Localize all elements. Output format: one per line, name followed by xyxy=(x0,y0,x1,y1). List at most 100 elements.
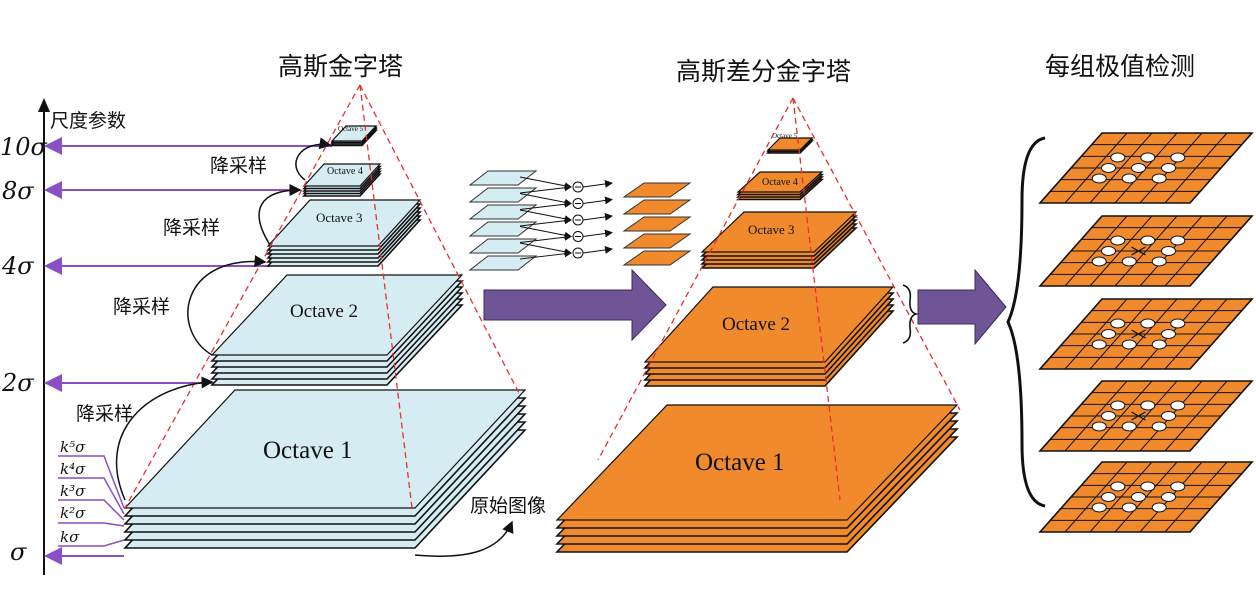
gaussian-octave-3-layer xyxy=(266,199,422,247)
neighbor-point xyxy=(1140,318,1156,329)
neighbor-point xyxy=(1101,246,1116,256)
diff-output-arrow xyxy=(582,229,613,238)
neighbor-point xyxy=(1151,173,1167,184)
mini-dog-layer xyxy=(622,250,692,266)
scale-tick-labels: 10σ 8σ 4σ 2σ σ xyxy=(0,133,48,566)
extrema-brace xyxy=(1006,136,1046,508)
neighbor-point xyxy=(1140,152,1156,163)
neighbor-point xyxy=(1121,339,1137,350)
sub-tick-k4: k⁴σ xyxy=(60,460,86,478)
mini-dog-layer xyxy=(622,182,692,198)
big-arrow-to-dog xyxy=(483,268,667,342)
mini-dog-layer xyxy=(622,216,692,232)
diff-input-arrow xyxy=(519,193,572,206)
grid-line xyxy=(1164,132,1228,204)
dog-octave-3-label: Octave 3 xyxy=(748,222,795,237)
mini-gaussian-layer xyxy=(468,238,538,254)
gaussian-octave-1-layer xyxy=(123,389,527,509)
neighbor-point xyxy=(1110,481,1126,492)
neighbor-point xyxy=(1170,235,1186,246)
neighbor-point xyxy=(1161,246,1176,256)
diff-input-arrow xyxy=(519,200,572,210)
neighbor-point xyxy=(1161,163,1176,173)
downsample-label-4: 降采样 xyxy=(210,155,267,177)
difference-illustration xyxy=(468,170,692,271)
scale-arrows xyxy=(44,137,332,565)
neighbor-point xyxy=(1170,481,1186,492)
mini-gaussian-layer xyxy=(468,204,538,220)
neighbor-point xyxy=(1161,411,1176,421)
neighbor-point xyxy=(1101,492,1116,502)
scale-axis: 尺度参数 xyxy=(38,98,126,575)
extrema-grids xyxy=(1038,132,1254,533)
octave-group-brace xyxy=(902,284,919,344)
sub-tick-k1: kσ xyxy=(60,528,80,546)
neighbor-point xyxy=(1151,339,1167,350)
neighbor-point xyxy=(1140,400,1156,411)
diff-input-arrow xyxy=(519,250,572,260)
neighbor-point xyxy=(1161,492,1176,502)
extrema-grid xyxy=(1038,380,1254,452)
extrema-grid xyxy=(1038,298,1254,370)
sub-tick-k3: k³σ xyxy=(60,482,86,500)
dog-octave-5-layer xyxy=(766,137,814,151)
dog-octave-1-label: Octave 1 xyxy=(695,449,785,476)
neighbor-point xyxy=(1170,318,1186,329)
downsample-label-3: 降采样 xyxy=(163,217,220,239)
sub-tick-k2: k²σ xyxy=(60,504,86,522)
dog-octave-3-layer xyxy=(700,211,858,253)
grid-line xyxy=(1164,298,1228,370)
gaussian-octave-4-label: Octave 4 xyxy=(327,166,363,177)
extrema-grid xyxy=(1038,132,1254,204)
neighbor-point xyxy=(1161,329,1176,339)
neighbor-point xyxy=(1091,339,1107,350)
tick-8sigma: 8σ xyxy=(2,177,34,205)
diff-input-arrow xyxy=(519,233,572,243)
mini-gaussian-layer xyxy=(468,187,538,203)
diff-input-arrow xyxy=(519,242,572,256)
candidate-point-marker-icon xyxy=(1131,411,1146,421)
neighbor-point xyxy=(1091,173,1107,184)
gaussian-octave-1-label: Octave 1 xyxy=(263,437,353,464)
diff-output-arrow xyxy=(582,212,613,221)
extrema-grid xyxy=(1038,215,1254,287)
gaussian-octave-4-layer xyxy=(302,163,382,187)
gaussian-pyramid-title: 高斯金字塔 xyxy=(278,52,403,81)
tick-4sigma: 4σ xyxy=(1,252,34,280)
gaussian-octave-2-layer xyxy=(210,274,464,356)
neighbor-point xyxy=(1140,235,1156,246)
diff-input-arrow xyxy=(519,176,572,190)
neighbor-point xyxy=(1121,421,1137,432)
gaussian-octave-5 xyxy=(330,125,378,147)
dog-octave-2-label: Octave 2 xyxy=(722,314,790,335)
dog-octave-4 xyxy=(735,171,825,201)
extrema-grid xyxy=(1038,461,1254,533)
neighbor-point xyxy=(1110,152,1126,163)
dog-octave-4-label: Octave 4 xyxy=(762,177,798,188)
tick-10sigma: 10σ xyxy=(0,133,48,161)
candidate-point-marker-icon xyxy=(1131,329,1146,339)
neighbor-point xyxy=(1091,502,1107,513)
neighbor-point xyxy=(1101,411,1116,421)
diff-output-arrow xyxy=(582,179,613,188)
neighbor-point xyxy=(1151,502,1167,513)
gaussian-pyramid xyxy=(123,125,527,549)
dog-octave-2 xyxy=(643,286,895,387)
neighbor-point xyxy=(1170,400,1186,411)
mini-gaussian-layer xyxy=(468,170,538,186)
neighbor-point xyxy=(1101,163,1116,173)
neighbor-point xyxy=(1091,421,1107,432)
gaussian-octave-2-label: Octave 2 xyxy=(290,301,358,322)
neighbor-point xyxy=(1121,173,1137,184)
gaussian-octave-1 xyxy=(123,389,527,549)
downsample-labels: 降采样 降采样 降采样 降采样 xyxy=(76,155,267,425)
dog-octave-5 xyxy=(766,137,814,154)
extrema-detection-title: 每组极值检测 xyxy=(1045,52,1195,81)
big-arrow-to-extrema xyxy=(917,268,1007,346)
scale-axis-label: 尺度参数 xyxy=(50,110,126,132)
neighbor-point xyxy=(1131,492,1146,502)
neighbor-point xyxy=(1110,235,1126,246)
neighbor-point xyxy=(1110,318,1126,329)
diff-input-arrow xyxy=(519,226,572,239)
